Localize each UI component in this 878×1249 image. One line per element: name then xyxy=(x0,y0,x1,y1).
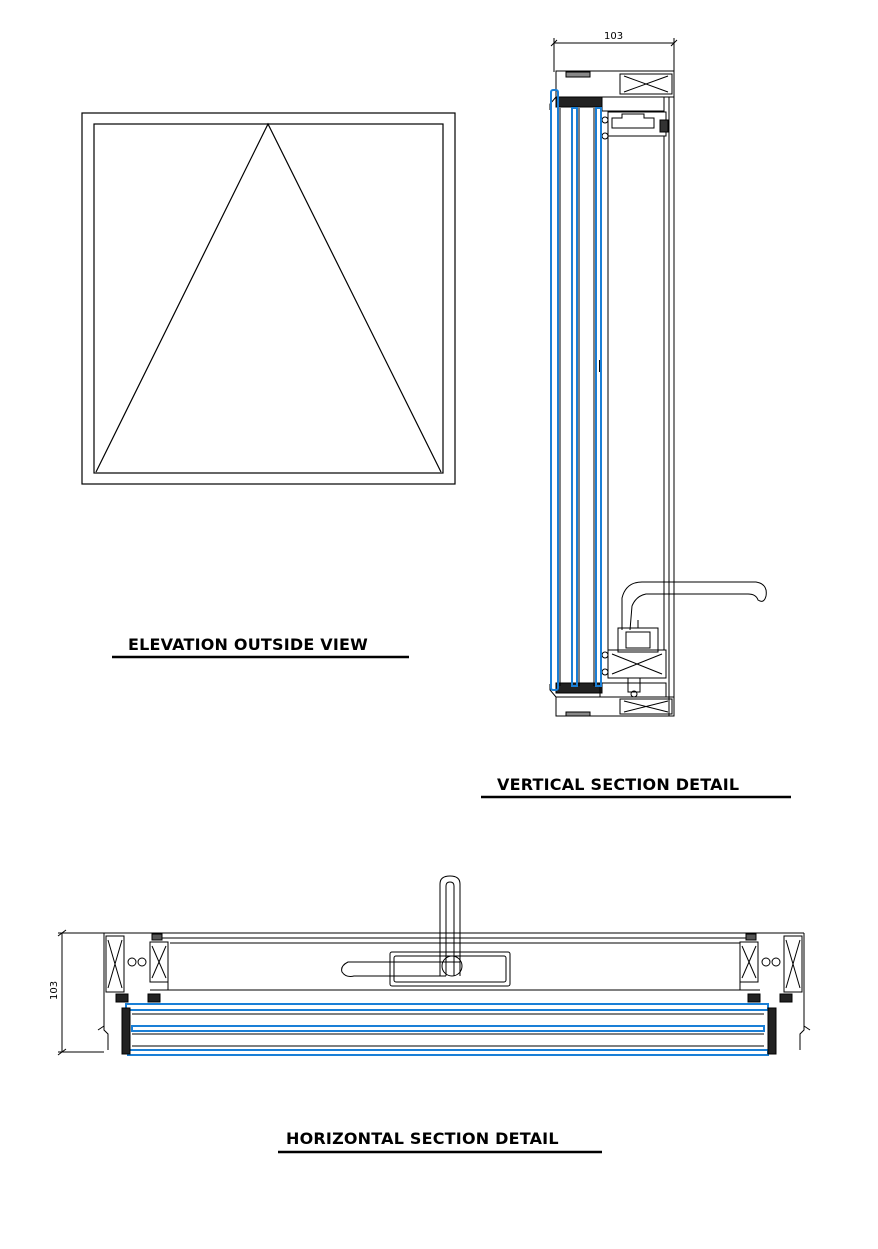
elevation-outer-frame xyxy=(81,112,456,485)
vertical-top-frame-profile xyxy=(549,70,675,140)
vertical-dimension xyxy=(550,38,678,72)
vertical-glass-pane-middle xyxy=(571,107,578,687)
horizontal-glazing xyxy=(121,1003,777,1056)
vertical-glazing xyxy=(550,89,602,691)
vertical-dimension-value: 103 xyxy=(604,31,623,42)
horizontal-section-label: HORIZONTAL SECTION DETAIL xyxy=(286,1129,559,1148)
vertical-section xyxy=(549,38,767,717)
elevation-view xyxy=(81,112,456,485)
horizontal-section xyxy=(57,875,811,1056)
vertical-glass-pane-outer xyxy=(550,89,559,691)
vertical-glass-pane-inner xyxy=(595,107,602,687)
horizontal-dimension-value: 103 xyxy=(49,981,60,1000)
vertical-section-label: VERTICAL SECTION DETAIL xyxy=(497,775,739,794)
vertical-bottom-frame-profile xyxy=(549,649,675,717)
horizontal-glass-pane-middle xyxy=(131,1025,765,1032)
vertical-handle xyxy=(617,581,767,653)
horizontal-right-jamb-profile xyxy=(739,933,811,1050)
horizontal-glass-pane-outer xyxy=(125,1003,769,1011)
elevation-label: ELEVATION OUTSIDE VIEW xyxy=(128,635,368,654)
horizontal-glass-pane-inner xyxy=(127,1049,769,1056)
opening-direction-triangle xyxy=(95,122,442,473)
horizontal-handle xyxy=(341,875,511,987)
horizontal-left-jamb-profile xyxy=(97,933,169,1050)
elevation-sash-frame xyxy=(93,123,444,474)
horizontal-dimension xyxy=(57,929,104,1056)
